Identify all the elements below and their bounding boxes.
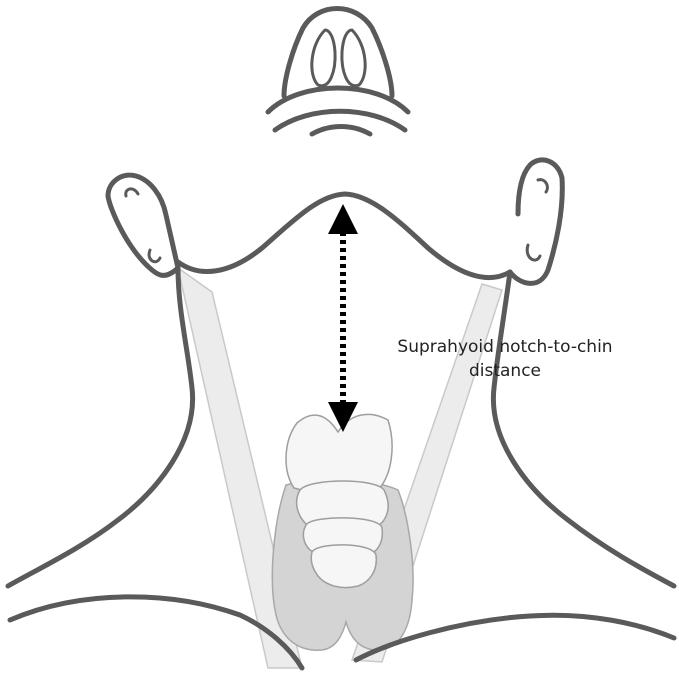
annotation-line-2: distance [469,361,541,381]
right-neck-side [493,272,674,586]
arrowhead-up [328,204,358,234]
left-ear [108,175,178,275]
nose [284,9,392,97]
lips [268,88,408,134]
right-ear [510,160,562,283]
left-neck-side [8,268,193,586]
annotation-line-1: Suprahyoid notch-to-chin [397,337,612,357]
measurement-arrow [328,204,358,432]
